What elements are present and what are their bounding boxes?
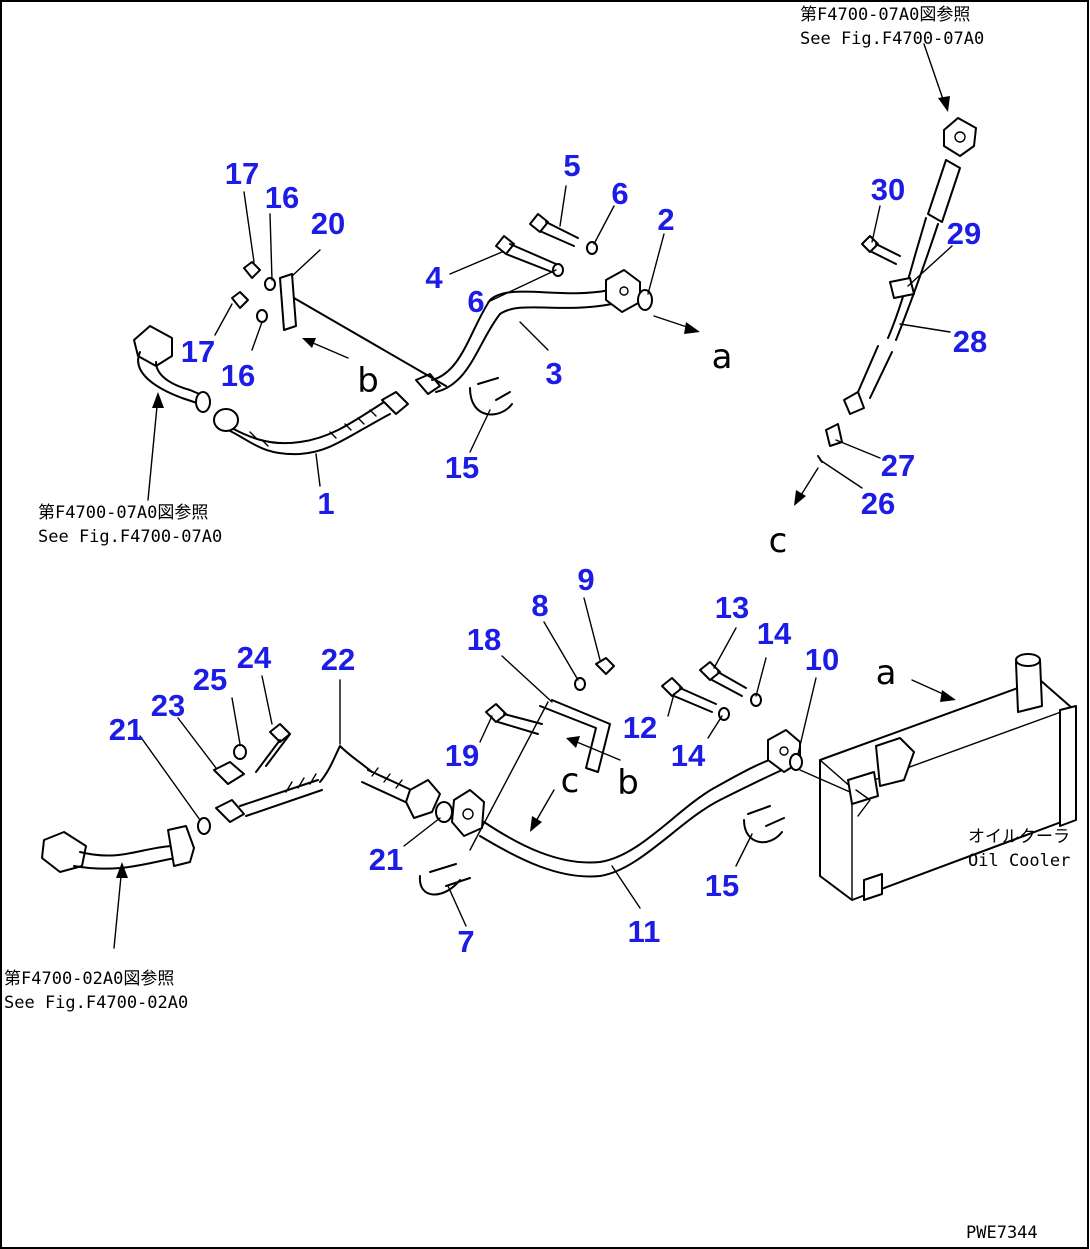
callout-15-bottom: 15	[705, 868, 739, 903]
callout-2: 2	[657, 202, 674, 237]
callout-19: 19	[445, 738, 479, 773]
drawing-id: PWE7344	[966, 1223, 1038, 1243]
callout-21-center: 21	[369, 842, 403, 877]
reference-left-mid-en: See Fig.F4700-07A0	[38, 527, 222, 547]
callout-11: 11	[628, 914, 661, 949]
connection-letter-b-bottom: b	[617, 763, 639, 803]
callout-22: 22	[321, 642, 355, 677]
callout-20: 20	[311, 206, 345, 241]
upper-right-hose-assembly	[817, 117, 977, 463]
callout-28: 28	[953, 324, 987, 359]
callout-23: 23	[151, 688, 185, 723]
oil-cooler	[819, 653, 1077, 901]
callout-12: 12	[623, 710, 657, 745]
reference-notes: 第F4700-07A0図参照 See Fig.F4700-07A0 第F4700…	[4, 5, 1070, 1243]
oil-cooler-label-jp: オイルクーラ	[968, 827, 1070, 847]
callout-4: 4	[425, 260, 443, 295]
callout-30: 30	[871, 172, 905, 207]
reference-top-right-jp: 第F4700-07A0図参照	[800, 5, 970, 25]
flange-elbow-upper-left	[133, 325, 173, 367]
callout-16-top: 16	[265, 180, 299, 215]
callout-numbers: 1 2 3 4 5 6 6 7 8 9 10 11 12 13 14 14 15…	[109, 148, 987, 959]
callout-6-top: 6	[611, 176, 628, 211]
connection-letters: a b c c b a	[357, 337, 896, 803]
callout-14-bottom: 14	[671, 738, 706, 773]
callout-16-bottom: 16	[221, 358, 255, 393]
callout-25: 25	[193, 662, 227, 697]
callout-18: 18	[467, 622, 501, 657]
reference-bottom-left-jp: 第F4700-02A0図参照	[4, 969, 174, 989]
callout-15-top: 15	[445, 450, 479, 485]
connection-letter-b-top: b	[357, 361, 379, 401]
callout-3: 3	[545, 356, 562, 391]
connection-letter-a-bottom: a	[876, 653, 897, 693]
arrowheads	[116, 96, 956, 878]
reference-top-right-en: See Fig.F4700-07A0	[800, 29, 984, 49]
callout-5: 5	[563, 148, 580, 183]
callout-21-left: 21	[109, 712, 143, 747]
upper-hose-assembly	[133, 213, 653, 456]
callout-17-top: 17	[225, 156, 259, 191]
callout-27: 27	[881, 448, 915, 483]
reference-left-mid-jp: 第F4700-07A0図参照	[38, 503, 208, 523]
callout-26: 26	[861, 486, 895, 521]
callout-1: 1	[317, 486, 334, 521]
callout-17-bottom: 17	[181, 334, 215, 369]
oil-cooler-label-en: Oil Cooler	[968, 851, 1070, 871]
reference-bottom-left-en: See Fig.F4700-02A0	[4, 993, 188, 1013]
callout-24: 24	[237, 640, 272, 675]
lower-hose-assembly	[41, 657, 803, 896]
callout-10: 10	[805, 642, 839, 677]
connection-letter-a-top: a	[712, 337, 733, 377]
callout-7: 7	[457, 924, 474, 959]
callout-9: 9	[577, 562, 594, 597]
callout-13: 13	[715, 590, 749, 625]
callout-6-mid: 6	[467, 284, 484, 319]
callout-14-top: 14	[757, 616, 792, 651]
callout-8: 8	[531, 588, 548, 623]
connection-letter-c-right: c	[769, 521, 788, 561]
callout-29: 29	[947, 216, 981, 251]
connection-letter-c-bottom: c	[561, 761, 580, 801]
